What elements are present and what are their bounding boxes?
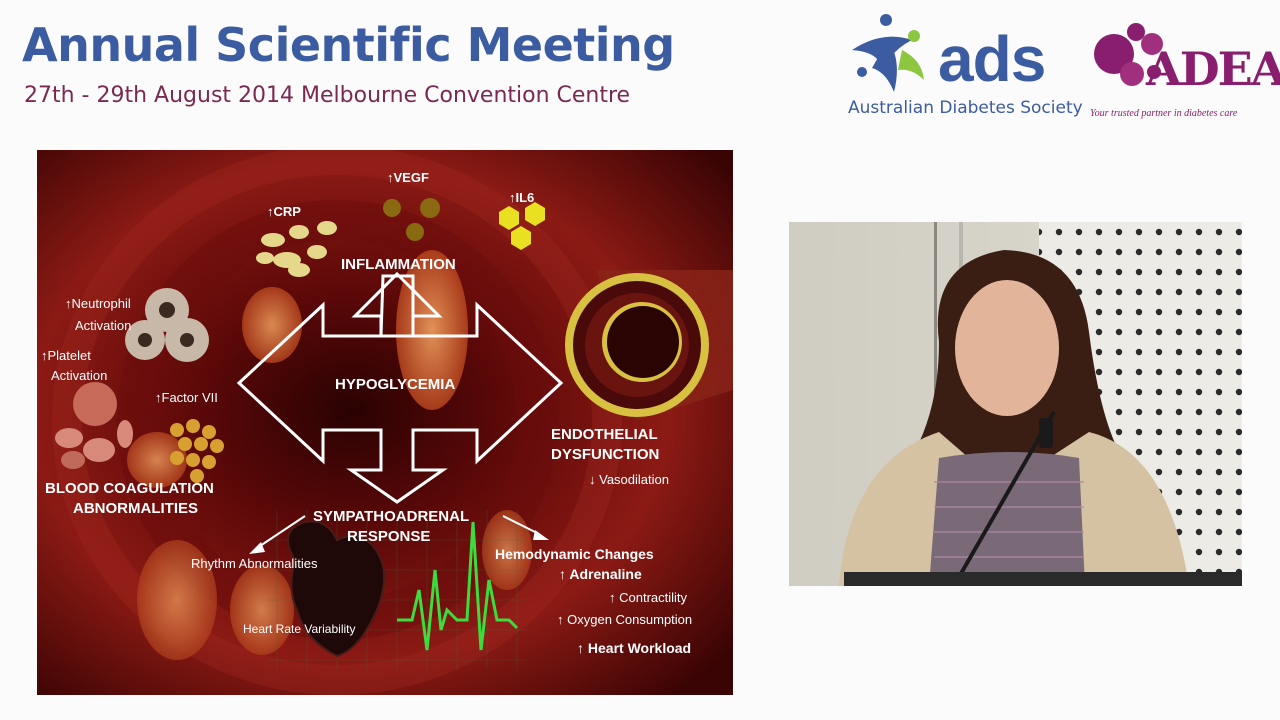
ads-wordmark: ads (938, 23, 1046, 95)
neutrophil-label-line2: Activation (75, 318, 132, 333)
vegf-particles-icon (383, 198, 440, 241)
factor-vii-cluster-icon (170, 419, 224, 483)
hypoglycemia-label: HYPOGLYCEMIA (335, 376, 456, 393)
coagulation-label-line2: ABNORMALITIES (73, 500, 198, 517)
platelet-label-line2: Activation (51, 368, 108, 383)
adea-tagline: Your trusted partner in diabetes care (1090, 108, 1238, 119)
endothelial-label-line1: ENDOTHELIAL (551, 426, 658, 443)
ads-logo: ads Australian Diabetes Society (842, 10, 1083, 122)
page-subtitle: 27th - 29th August 2014 Melbourne Conven… (24, 83, 631, 108)
vessel-section-icon (565, 270, 733, 420)
crp-particles-icon (256, 221, 337, 277)
rhythm-label: Rhythm Abnormalities (191, 556, 318, 571)
ecg-trace (397, 521, 519, 651)
oxygen-label: ↑ Oxygen Consumption (557, 612, 693, 627)
sympathoadrenal-label-line1: SYMPATHOADRENAL (313, 508, 470, 525)
adea-circles-icon (1094, 23, 1163, 86)
adea-logo: ADEA Your trusted partner in diabetes ca… (1088, 12, 1280, 122)
sympathoadrenal-label-line2: RESPONSE (347, 528, 431, 545)
crp-label: ↑CRP (267, 204, 301, 219)
adea-wordmark: ADEA (1146, 42, 1280, 96)
endothelial-label-line2: DYSFUNCTION (551, 446, 660, 463)
hemodynamic-label: Hemodynamic Changes (495, 546, 654, 562)
vasodilation-label: ↓ Vasodilation (589, 472, 669, 487)
ads-figure-icon (852, 14, 924, 92)
speaker-photo (789, 222, 1242, 586)
speaker-video (789, 222, 1242, 586)
factor-vii-label: ↑Factor VII (155, 390, 218, 405)
coagulation-label-line1: BLOOD COAGULATION (45, 480, 214, 497)
contractility-label: ↑ Contractility (609, 590, 688, 605)
adrenaline-label: ↑ Adrenaline (559, 566, 642, 582)
neutrophil-label-line1: ↑Neutrophil (65, 296, 131, 311)
neutrophil-cells-icon (125, 288, 209, 362)
platelet-label-line1: ↑Platelet (41, 348, 91, 363)
page-title: Annual Scientific Meeting (22, 18, 675, 72)
workload-label: ↑ Heart Workload (577, 640, 692, 656)
il6-label: ↑IL6 (509, 190, 535, 205)
heart-icon (286, 520, 386, 658)
inflammation-label: INFLAMMATION (341, 256, 456, 273)
slide-diagram: INFLAMMATION HYPOGLYCEMIA ↑CRP ↑VEGF ↑IL… (37, 150, 733, 695)
slide-background (37, 150, 733, 695)
il6-particles-icon (499, 202, 545, 250)
ads-caption: Australian Diabetes Society (848, 98, 1083, 118)
hrv-label: Heart Rate Variability (243, 622, 356, 636)
vegf-label: ↑VEGF (387, 170, 429, 185)
platelet-cells-icon (55, 382, 133, 469)
